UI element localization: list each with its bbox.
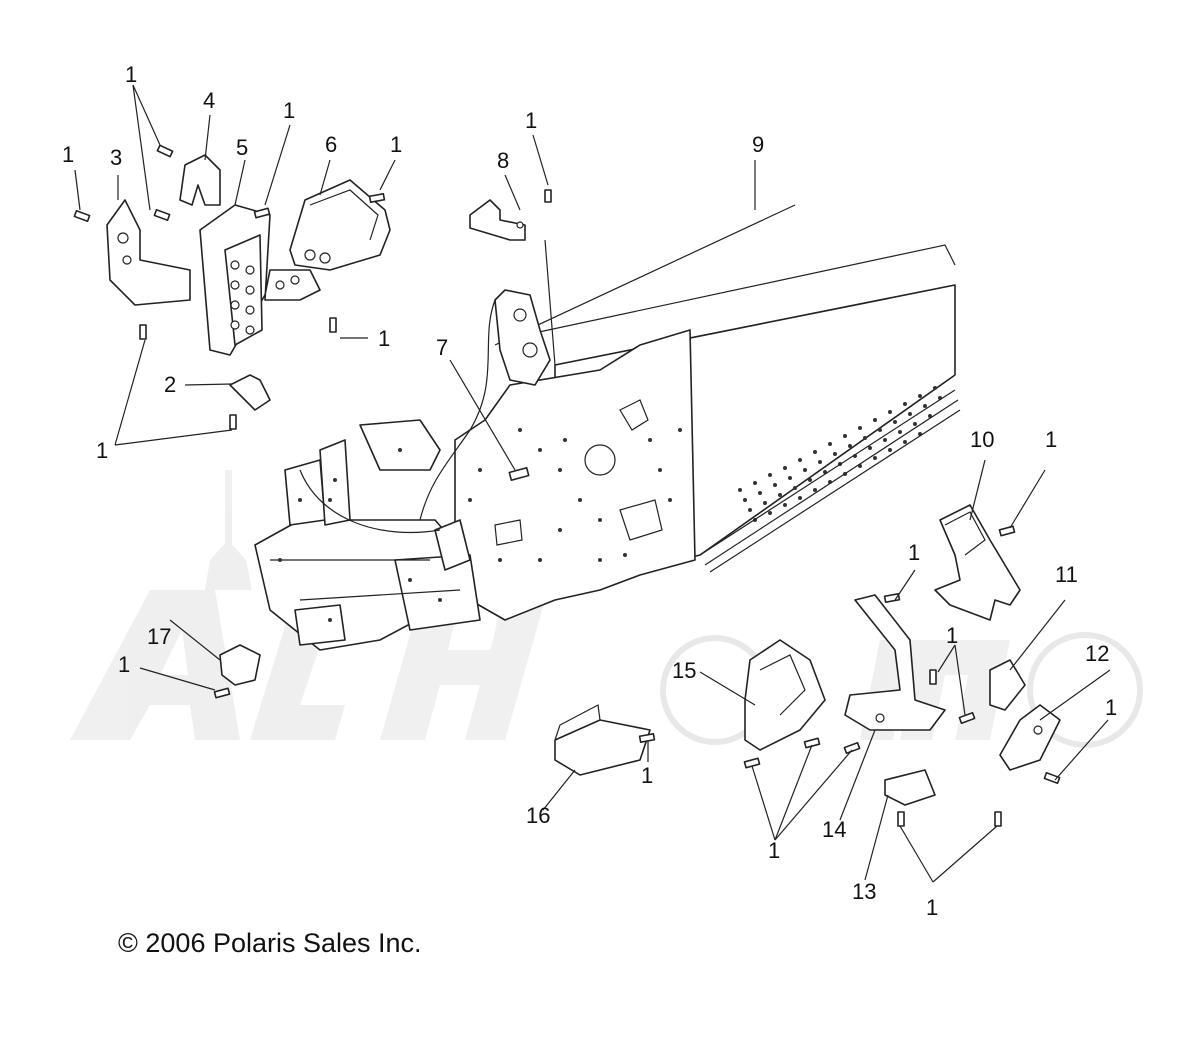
callout-label: 4 bbox=[203, 88, 215, 113]
callout-label: 13 bbox=[852, 879, 876, 904]
callout-label: 2 bbox=[164, 372, 176, 397]
callout-label: 1 bbox=[378, 326, 390, 351]
part-4-bracket bbox=[179, 154, 221, 206]
part-16-plate bbox=[554, 704, 651, 776]
part-5-plate bbox=[199, 204, 321, 356]
callout-label: 15 bbox=[672, 658, 696, 683]
part-7-bolt bbox=[508, 467, 530, 481]
part-2-clip bbox=[229, 374, 271, 411]
callout-label: 1 bbox=[926, 895, 938, 920]
copyright-notice: © 2006 Polaris Sales Inc. bbox=[118, 928, 422, 958]
callout-label: 1 bbox=[1105, 695, 1117, 720]
callout-label: 1 bbox=[946, 623, 958, 648]
callout-label: 16 bbox=[526, 803, 550, 828]
callout-label: 1 bbox=[62, 142, 74, 167]
callout-label: 1 bbox=[125, 62, 137, 87]
part-13-bracket bbox=[884, 769, 936, 806]
callout-label: 1 bbox=[768, 838, 780, 863]
callout-label: 11 bbox=[1055, 562, 1078, 587]
part-15-panel bbox=[744, 639, 826, 751]
part-10-panel bbox=[934, 504, 1021, 621]
fasteners bbox=[73, 144, 1061, 827]
callout-label: 1 bbox=[641, 763, 653, 788]
callout-label: 1 bbox=[118, 652, 130, 677]
callout-label: 6 bbox=[325, 132, 337, 157]
callout-label: 1 bbox=[908, 540, 920, 565]
callout-label: 3 bbox=[110, 145, 122, 170]
callout-label: 1 bbox=[390, 132, 402, 157]
callout-label: 17 bbox=[147, 624, 171, 649]
tunnel-frame bbox=[419, 204, 961, 621]
callout-label: 5 bbox=[236, 135, 248, 160]
callout-label: 1 bbox=[283, 98, 295, 123]
part-6-panel bbox=[289, 179, 391, 271]
callout-label: 14 bbox=[822, 817, 846, 842]
callout-label: 1 bbox=[96, 438, 108, 463]
callout-labels: 1 1 1 1 3 4 5 6 1 8 9 1 2 1 7 10 1 1 11 … bbox=[62, 62, 1117, 920]
part-11-plate bbox=[989, 659, 1026, 711]
callout-label: 9 bbox=[752, 132, 764, 157]
callout-label: 1 bbox=[1045, 427, 1057, 452]
part-14-bracket bbox=[844, 594, 946, 731]
part-17-bracket bbox=[219, 644, 261, 686]
part-8-bracket bbox=[469, 199, 526, 241]
callout-label: 1 bbox=[525, 108, 537, 133]
part-12-panel bbox=[999, 704, 1061, 771]
callout-label: 8 bbox=[497, 148, 509, 173]
callout-label: 7 bbox=[436, 335, 448, 360]
front-frame bbox=[254, 419, 481, 651]
callout-label: 12 bbox=[1085, 641, 1109, 666]
leader-lines bbox=[74, 84, 1111, 883]
part-3-bracket bbox=[106, 199, 191, 306]
callout-label: 10 bbox=[970, 427, 994, 452]
